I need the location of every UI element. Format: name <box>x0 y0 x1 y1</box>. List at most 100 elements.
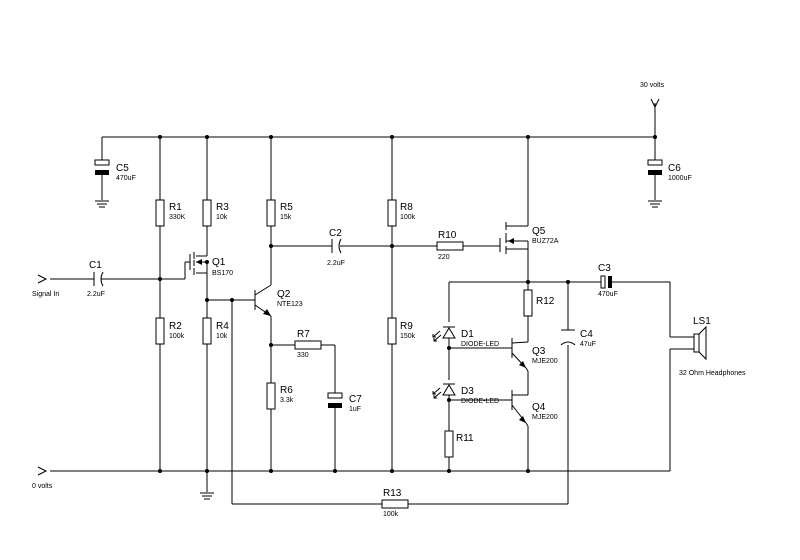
r3-ref: R3 <box>216 202 229 213</box>
junction <box>158 135 162 139</box>
capacitor-c5: C5 470uF <box>94 159 136 182</box>
junction <box>566 280 570 284</box>
r12-ref: R12 <box>536 296 555 307</box>
resistor-r6: R6 3.3k <box>266 382 294 410</box>
q2-ref: Q2 <box>277 289 291 300</box>
r9-ref: R9 <box>400 321 413 332</box>
ground-symbol-icon <box>648 200 662 208</box>
r2-ref: R2 <box>169 321 182 332</box>
junction <box>158 277 162 281</box>
speaker-ls1: LS1 32 Ohm Headphones <box>679 316 746 377</box>
led-d1: D1 DIODE-LED <box>432 326 499 348</box>
resistor-r1: R1 330K <box>155 199 186 227</box>
junction <box>390 244 394 248</box>
resistor-r7: R7 330 <box>294 329 322 359</box>
capacitor-c1: C1 2.2uF <box>87 260 105 298</box>
c4-ref: C4 <box>580 329 593 340</box>
resistor-r10: R10 220 <box>436 230 464 261</box>
capacitor-c2: C2 2.2uF <box>327 228 345 267</box>
r5-value: 15k <box>280 214 292 221</box>
q4-value: MJE200 <box>532 414 558 421</box>
resistor-r13: R13 100k <box>381 488 409 518</box>
wires <box>50 103 694 505</box>
resistor-r2: R2 100k <box>155 317 185 345</box>
q3-ref: Q3 <box>532 346 546 357</box>
r2-value: 100k <box>169 333 185 340</box>
ls1-ref: LS1 <box>693 316 711 327</box>
r4-ref: R4 <box>216 321 229 332</box>
junction <box>269 135 273 139</box>
ground-symbol-icon <box>200 492 214 500</box>
resistor-r9: R9 150k <box>387 317 416 345</box>
r9-value: 150k <box>400 333 416 340</box>
r6-ref: R6 <box>280 385 293 396</box>
d1-value: DIODE-LED <box>461 341 499 348</box>
r4-value: 10k <box>216 333 228 340</box>
led-d3: D3 DIODE-LED <box>432 383 499 405</box>
d1-ref: D1 <box>461 329 474 340</box>
c7-ref: C7 <box>349 394 362 405</box>
ground-terminal: 0 volts <box>32 466 53 490</box>
junction <box>447 469 451 473</box>
r5-ref: R5 <box>280 202 293 213</box>
junction <box>269 244 273 248</box>
r13-value: 100k <box>383 511 399 518</box>
resistor-r8: R8 100k <box>387 199 416 227</box>
c5-value: 470uF <box>116 175 136 182</box>
c5-ref: C5 <box>116 163 129 174</box>
junction <box>526 280 530 284</box>
junction <box>653 135 657 139</box>
c7-value: 1uF <box>349 406 361 413</box>
junction <box>447 346 451 350</box>
junction <box>205 298 209 302</box>
ground-label: 0 volts <box>32 483 53 490</box>
r7-ref: R7 <box>297 329 310 340</box>
capacitor-c4: C4 47uF <box>560 329 596 348</box>
signal-in-terminal: Signal In <box>32 274 59 298</box>
junction <box>526 135 530 139</box>
c6-value: 1000uF <box>668 175 692 182</box>
npn-transistor-q2: Q2 NTE123 <box>254 284 303 317</box>
q3-value: MJE200 <box>532 358 558 365</box>
r11-ref: R11 <box>456 433 474 444</box>
q2-value: NTE123 <box>277 301 303 308</box>
resistor-r4: R4 10k <box>202 317 229 345</box>
resistor-r12: R12 <box>523 289 555 317</box>
c2-ref: C2 <box>329 228 342 239</box>
r8-ref: R8 <box>400 202 413 213</box>
junction <box>390 135 394 139</box>
capacitor-c3: C3 470uF <box>598 263 618 298</box>
c3-value: 470uF <box>598 291 618 298</box>
q5-ref: Q5 <box>532 226 546 237</box>
resistor-r3: R3 10k <box>202 199 229 227</box>
r1-ref: R1 <box>169 202 182 213</box>
r7-value: 330 <box>297 352 309 359</box>
npn-transistor-q4: Q4 MJE200 <box>511 390 558 424</box>
mosfet-q5: Q5 BUZ72A <box>499 222 559 254</box>
junction <box>390 469 394 473</box>
c2-value: 2.2uF <box>327 260 345 267</box>
r6-value: 3.3k <box>280 397 294 404</box>
c6-ref: C6 <box>668 163 681 174</box>
junction <box>447 398 451 402</box>
supply-label: 30 volts <box>640 82 665 89</box>
mosfet-q1: Q1 BS170 <box>185 252 233 277</box>
r10-ref: R10 <box>438 230 457 241</box>
resistor-r11: R11 <box>444 430 474 458</box>
junction <box>158 469 162 473</box>
c1-ref: C1 <box>89 260 102 271</box>
junction <box>526 469 530 473</box>
c4-value: 47uF <box>580 341 596 348</box>
junction <box>230 298 234 302</box>
ls1-value: 32 Ohm Headphones <box>679 370 746 377</box>
d3-value: DIODE-LED <box>461 398 499 405</box>
q4-ref: Q4 <box>532 402 546 413</box>
q5-value: BUZ72A <box>532 238 559 245</box>
c3-ref: C3 <box>598 263 611 274</box>
ground-symbol-icon <box>95 200 109 208</box>
npn-transistor-q3: Q3 MJE200 <box>511 338 558 369</box>
q1-ref: Q1 <box>212 257 226 268</box>
junction <box>205 260 209 264</box>
junction <box>205 469 209 473</box>
